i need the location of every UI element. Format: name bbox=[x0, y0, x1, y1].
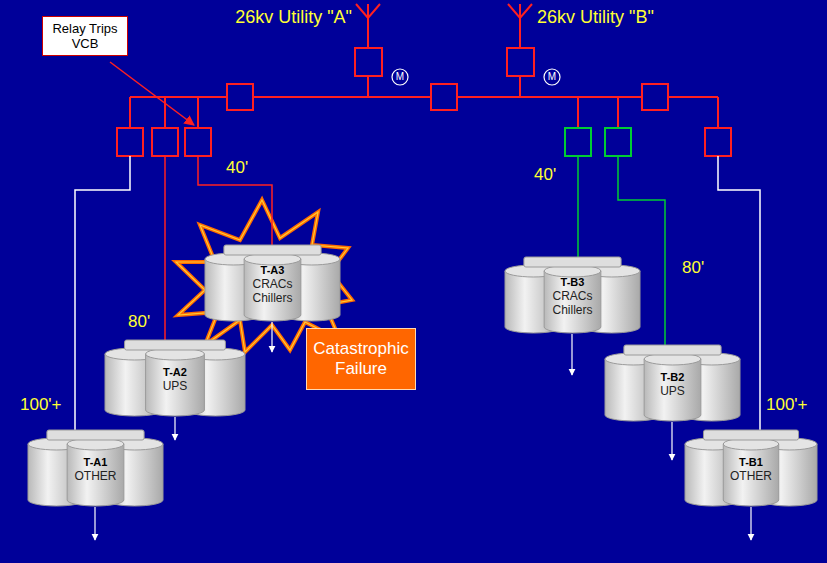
cable-length: 80' bbox=[682, 258, 704, 278]
transformer-id: T-A2 bbox=[163, 366, 187, 379]
feeder-cable bbox=[198, 156, 272, 245]
transformer-body bbox=[28, 430, 163, 506]
load-name: UPS bbox=[660, 384, 685, 398]
transformer-label: T-B1OTHER bbox=[726, 446, 775, 492]
transformer-tank bbox=[723, 438, 778, 506]
load-name: OTHER bbox=[730, 469, 772, 483]
transformer-cover bbox=[125, 340, 226, 350]
node-text: Relay Trips VCB bbox=[48, 21, 122, 51]
failure-callout: Catastrophic Failure bbox=[306, 328, 416, 390]
utility-antenna bbox=[356, 4, 380, 48]
load-name: OTHER bbox=[74, 469, 116, 483]
meter-symbol: M bbox=[543, 68, 561, 86]
transformer-cover bbox=[524, 257, 621, 267]
utility-title: 26kv Utility "A" bbox=[235, 6, 352, 28]
load-arrow bbox=[271, 322, 272, 352]
feeder-cable bbox=[164, 156, 166, 340]
transformer: T-A1OTHER bbox=[28, 430, 163, 506]
feeder-breaker bbox=[152, 128, 178, 156]
transformer-id: T-B1 bbox=[739, 456, 763, 469]
transformer-body bbox=[105, 340, 245, 416]
load-arrow bbox=[94, 507, 95, 540]
bus-breaker bbox=[642, 84, 668, 110]
transformer-id: T-B2 bbox=[661, 371, 685, 384]
load-name: CRACs Chillers bbox=[247, 277, 298, 305]
transformer-label: T-A3CRACs Chillers bbox=[247, 261, 298, 307]
transformer: T-B2UPS bbox=[605, 345, 740, 421]
relay-callout: Relay Trips VCB bbox=[42, 16, 128, 56]
transformer: T-A3CRACs Chillers bbox=[205, 245, 340, 321]
meter-outline bbox=[544, 69, 560, 85]
main-breaker bbox=[507, 48, 534, 76]
transformer-body bbox=[605, 345, 740, 421]
cable-length: 100'+ bbox=[20, 395, 62, 415]
transformer-id: T-A1 bbox=[84, 456, 108, 469]
load-arrow bbox=[671, 422, 672, 460]
utility-title: 26kv Utility "B" bbox=[537, 6, 654, 28]
transformer-tank bbox=[544, 265, 601, 333]
load-arrow bbox=[174, 417, 175, 440]
transformer-label: T-B3CRACs Chillers bbox=[547, 273, 598, 319]
bus-breaker bbox=[227, 84, 253, 110]
node-text: M bbox=[543, 68, 561, 86]
load-arrow bbox=[571, 334, 572, 375]
meter-symbol: M bbox=[391, 68, 409, 86]
transformer-id: T-A3 bbox=[261, 264, 285, 277]
main-bus bbox=[130, 96, 718, 98]
transformer-tank bbox=[244, 253, 301, 321]
transformer-body bbox=[685, 430, 817, 506]
transformer-label: T-A1OTHER bbox=[70, 446, 121, 492]
feeder-breaker bbox=[605, 128, 631, 156]
feeder-cable bbox=[577, 156, 579, 257]
cable-length: 40' bbox=[226, 158, 248, 178]
cable-length: 40' bbox=[534, 165, 556, 185]
node-text: M bbox=[391, 68, 409, 86]
feeder-breaker bbox=[185, 128, 211, 156]
bus-drop bbox=[130, 97, 718, 128]
transformer: T-A2UPS bbox=[105, 340, 245, 416]
transformer-label: T-B2UPS bbox=[647, 361, 698, 407]
feeder-breaker bbox=[565, 128, 591, 156]
load-name: UPS bbox=[163, 379, 188, 393]
transformer: T-B1OTHER bbox=[685, 430, 817, 506]
load-arrow bbox=[750, 507, 751, 540]
transformer-label: T-A2UPS bbox=[149, 356, 202, 402]
transformer-tank bbox=[644, 353, 701, 421]
transformer-id: T-B3 bbox=[561, 276, 585, 289]
feeder-breaker bbox=[117, 128, 143, 156]
callout-leader bbox=[110, 62, 194, 125]
transformer-cover bbox=[624, 345, 721, 355]
main-breaker bbox=[355, 48, 382, 76]
transformer-tank bbox=[67, 438, 124, 506]
transformer: T-B3CRACs Chillers bbox=[505, 257, 640, 333]
cable-length: 100'+ bbox=[766, 395, 808, 415]
utility-antenna bbox=[508, 4, 532, 48]
tie-breaker bbox=[431, 84, 457, 110]
transformer-cover bbox=[47, 430, 144, 440]
feeder-breaker bbox=[705, 128, 731, 156]
transformer-cover bbox=[224, 245, 321, 255]
node-text: Catastrophic Failure bbox=[313, 339, 409, 379]
transformer-tank bbox=[146, 348, 205, 416]
cable-length: 80' bbox=[128, 312, 150, 332]
transformer-cover bbox=[703, 430, 798, 440]
meter-outline bbox=[392, 69, 408, 85]
load-name: CRACs Chillers bbox=[547, 289, 598, 317]
